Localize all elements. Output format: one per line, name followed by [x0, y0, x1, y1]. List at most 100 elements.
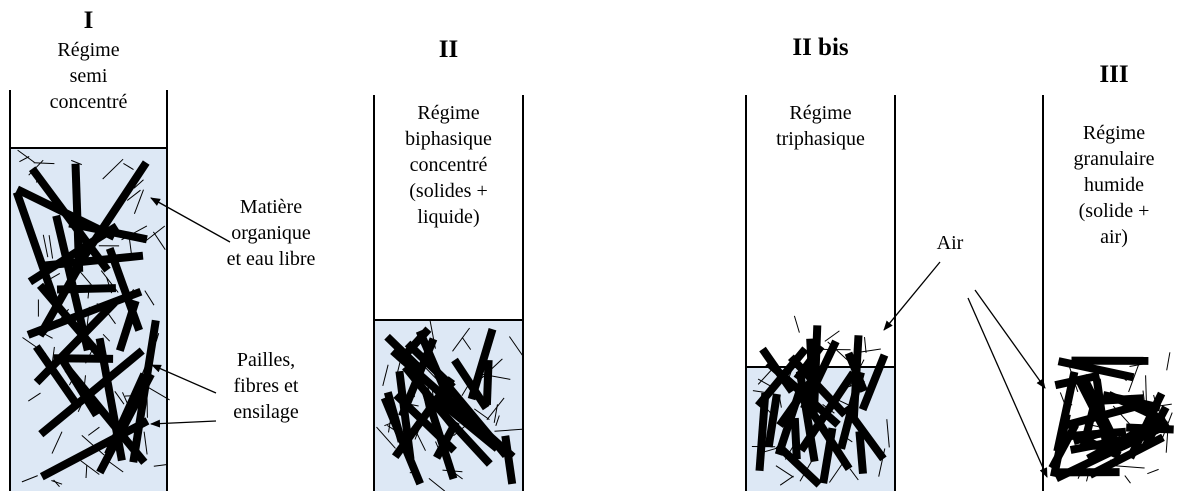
straw-fibre [64, 366, 148, 465]
fine-fibre [486, 397, 505, 421]
fine-fibre [1114, 465, 1145, 469]
regime-i-label-line: Régime [57, 39, 120, 61]
fine-fibre [428, 478, 446, 491]
fine-fibre [102, 333, 111, 342]
fine-fibre [143, 225, 166, 243]
fine-fibre [123, 162, 134, 171]
straw-fibre [28, 166, 111, 273]
regime-iii-numeral: III [1099, 61, 1129, 88]
organic-matter-annotation: Matière organique et eau libre [196, 194, 346, 272]
straw-fibre [806, 406, 853, 471]
straw-fibre [797, 370, 857, 453]
fine-fibre [1145, 375, 1147, 406]
organic-arrow [150, 197, 231, 243]
fine-fibre [28, 392, 41, 402]
fine-fibre [85, 464, 88, 479]
column-iii-fibres [1048, 352, 1174, 484]
column-i-drawing [9, 90, 170, 491]
straw-fibre [1059, 401, 1140, 431]
straw-fibre [501, 435, 517, 485]
straw-arrow-upper [151, 364, 217, 394]
straw-annotation-line: fibres et [233, 375, 299, 397]
straw-fibre [69, 160, 150, 277]
straw-fibre [36, 263, 84, 338]
fine-fibre [1124, 475, 1131, 484]
fine-fibre [19, 156, 30, 163]
column-ii-drawing [373, 95, 524, 491]
regime-iibis-numeral: II bis [792, 34, 849, 61]
straw-fibre [844, 351, 868, 393]
fine-fibre [493, 404, 498, 423]
straw-fibre [105, 247, 143, 332]
fine-fibre [152, 231, 166, 250]
column-ii-outline [373, 95, 524, 491]
fine-fibre [102, 158, 124, 180]
air-arrow-iibis [883, 261, 941, 331]
column-i-outline [9, 90, 168, 491]
regime-ii-numeral: II [438, 36, 459, 63]
straw-fibre [1126, 423, 1174, 434]
regime-i-label-line: semi [69, 65, 108, 87]
fine-fibre [474, 408, 490, 421]
fine-fibre [53, 479, 60, 488]
regime-iii-label-line: granulaire [1073, 148, 1155, 170]
straw-fibre [1069, 431, 1144, 454]
fine-fibre [48, 235, 54, 259]
regime-iii-label-line: humide [1084, 174, 1144, 196]
air-annotation: Air [936, 232, 964, 254]
fine-fibre [126, 189, 141, 201]
fine-fibre [886, 419, 890, 448]
regime-iii-label-line: Régime [1082, 122, 1146, 144]
fine-fibre [1165, 430, 1169, 453]
fine-fibre [757, 369, 772, 385]
straw-fibre [1054, 439, 1133, 483]
fine-fibre [51, 431, 63, 454]
straw-fibre [1053, 371, 1079, 453]
straw-fibre [858, 353, 889, 412]
straw-annotation-line: ensilage [233, 401, 299, 423]
fine-fibre [146, 386, 170, 401]
fine-fibre [21, 475, 38, 483]
regime-i-label: Régime semi concentré [10, 37, 167, 115]
fine-fibre [849, 468, 859, 481]
fine-fibre [864, 337, 867, 353]
fine-fibre [415, 432, 426, 451]
straw-fibre [1072, 426, 1111, 446]
regime-i-label-line: concentré [49, 91, 128, 113]
regime-ii-label-line: (solides + [409, 180, 488, 202]
straw-fibre [33, 344, 79, 405]
straw-fibre [395, 370, 415, 460]
column-ii-fibres [376, 320, 524, 491]
straw-fibre [445, 383, 509, 458]
fine-fibre [824, 330, 840, 342]
fine-fibre [51, 480, 63, 485]
fine-fibre [793, 315, 800, 333]
straw-annotation-line: Pailles, [236, 349, 296, 371]
column-iibis-fibres [751, 315, 890, 488]
column-iii-drawing [1042, 95, 1174, 491]
regime-ii-label-line: liquide) [417, 206, 480, 228]
fine-fibre [1166, 352, 1171, 371]
straw-fibre [755, 392, 770, 472]
regime-iii-label-line: (solide + [1078, 200, 1150, 222]
fine-fibre [1159, 403, 1172, 407]
straw-fibre [402, 364, 459, 432]
fine-fibre [144, 290, 155, 306]
column-i-fibres [12, 149, 170, 488]
regime-iibis-label-line: Régime [789, 102, 852, 124]
straw-fibre [1054, 371, 1101, 390]
regime-ii-label-line: Régime [417, 102, 480, 124]
straw-fibre [467, 328, 497, 401]
straw-fibre [755, 346, 809, 409]
straw-fibre [1057, 357, 1135, 382]
straw-fibre [420, 387, 458, 481]
straw-fibre [39, 417, 150, 481]
fine-fibre [508, 336, 524, 357]
fine-fibre [382, 364, 389, 387]
straw-fibre [775, 442, 823, 488]
fine-fibre [775, 465, 794, 478]
straw-fibre [96, 372, 155, 475]
column-iibis-drawing [745, 95, 896, 491]
straw-fibre [27, 222, 119, 286]
